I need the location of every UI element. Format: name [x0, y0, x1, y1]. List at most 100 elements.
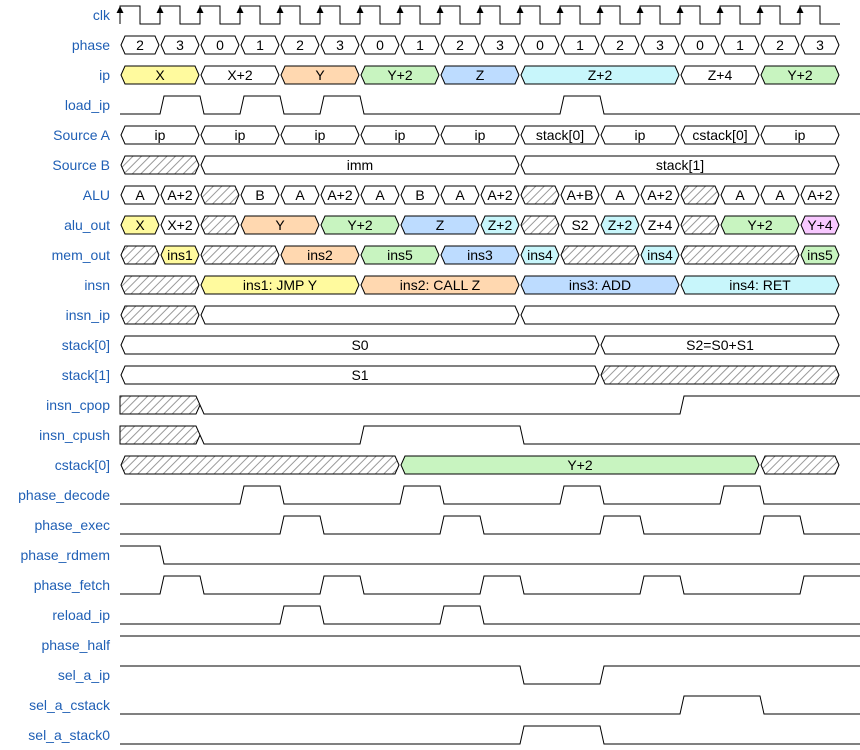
bus-value: 0 [216, 37, 224, 53]
bus-segment [640, 185, 680, 205]
bus-segment [800, 185, 840, 205]
signal-load-ip: load_ip [65, 95, 860, 115]
signal-trace [120, 665, 860, 685]
bus-value: ins3: ADD [569, 277, 631, 293]
bus-segment [400, 215, 480, 235]
bus-value: 3 [656, 37, 664, 53]
signal-label: insn_cpop [46, 397, 110, 413]
bus-segment [320, 215, 400, 235]
bus-segment [640, 35, 680, 55]
bus-value: ins5 [807, 247, 833, 263]
bus-value: ip [155, 127, 166, 143]
bus-value: ip [395, 127, 406, 143]
undefined-region [200, 185, 240, 205]
bus-value: A [295, 187, 305, 203]
bus-value: Z [476, 67, 485, 83]
bus-segment [800, 245, 840, 265]
bus-segment [200, 65, 280, 85]
bus-value: X+2 [227, 67, 253, 83]
bus-value: ins5 [387, 247, 413, 263]
signal-label: insn_cpush [39, 427, 110, 443]
signal-sel-a-stack0: sel_a_stack0 [28, 725, 860, 745]
bus-value: A+2 [647, 187, 673, 203]
bus-segment [640, 245, 680, 265]
bus-value: A+2 [167, 187, 193, 203]
bus-value: 2 [456, 37, 464, 53]
bus-segment [520, 65, 680, 85]
bus-segment [800, 35, 840, 55]
signal-trace [120, 545, 860, 565]
rising-edge-arrow [556, 6, 564, 13]
undefined-region [120, 455, 400, 475]
undefined-region [200, 215, 240, 235]
bus-segment [440, 245, 520, 265]
bus-value: 2 [616, 37, 624, 53]
bus-segment [320, 185, 360, 205]
signal-label: Source A [53, 127, 110, 143]
rising-edge-arrow [476, 6, 484, 13]
rising-edge-arrow [636, 6, 644, 13]
signal-label: sel_a_ip [58, 667, 110, 683]
rising-edge-arrow [596, 6, 604, 13]
bus-value: A+2 [807, 187, 833, 203]
rising-edge-arrow [356, 6, 364, 13]
bus-segment [320, 35, 360, 55]
bus-segment [600, 125, 680, 145]
bus-segment [520, 35, 560, 55]
bus-segment [800, 215, 840, 235]
signal-label: insn_ip [66, 307, 111, 323]
signal-label: reload_ip [52, 607, 110, 623]
bus-value: ip [235, 127, 246, 143]
bus-segment [680, 125, 760, 145]
undefined-region [680, 185, 720, 205]
bus-segment [720, 185, 760, 205]
signal-trace [120, 605, 860, 625]
signal-phase-fetch: phase_fetch [34, 575, 860, 595]
signal-label: stack[1] [62, 367, 110, 383]
rising-edge-arrow [796, 6, 804, 13]
bus-value: 3 [496, 37, 504, 53]
signal-phase-exec: phase_exec [34, 515, 860, 535]
bus-segment [720, 215, 800, 235]
bus-value: Z+2 [488, 217, 513, 233]
bus-segment [240, 215, 320, 235]
bus-value: ip [795, 127, 806, 143]
bus-segment [600, 215, 640, 235]
bus-value: 1 [416, 37, 424, 53]
bus-value: 1 [576, 37, 584, 53]
bus-segment [680, 275, 840, 295]
bus-value: S2=S0+S1 [686, 337, 754, 353]
bus-value: A [455, 187, 465, 203]
bus-value: 2 [136, 37, 144, 53]
bus-segment [160, 185, 200, 205]
bus-value: 3 [176, 37, 184, 53]
bus-segment [200, 35, 240, 55]
signal-stack-1: stack[1]S1 [62, 365, 840, 385]
bus-value: Y [315, 67, 325, 83]
bus-value: Y+4 [807, 217, 833, 233]
bus-segment [360, 275, 520, 295]
bus-segment [120, 125, 200, 145]
signal-insn-cpop: insn_cpop [46, 395, 860, 415]
bus-segment [280, 65, 360, 85]
bus-segment [440, 65, 520, 85]
bus-segment [200, 275, 360, 295]
bus-value: ins2: CALL Z [400, 277, 481, 293]
signal-phase-rdmem: phase_rdmem [21, 545, 860, 565]
signal-trace [120, 725, 860, 745]
bus-segment [400, 35, 440, 55]
rising-edge-arrow [756, 6, 764, 13]
undefined-region [120, 275, 200, 295]
bus-value: A+2 [327, 187, 353, 203]
undefined-region [120, 305, 200, 325]
bus-segment [720, 35, 760, 55]
bus-segment [160, 35, 200, 55]
rising-edge-arrow [276, 6, 284, 13]
signal-phase-half: phase_half [41, 635, 860, 653]
bus-segment [480, 185, 520, 205]
